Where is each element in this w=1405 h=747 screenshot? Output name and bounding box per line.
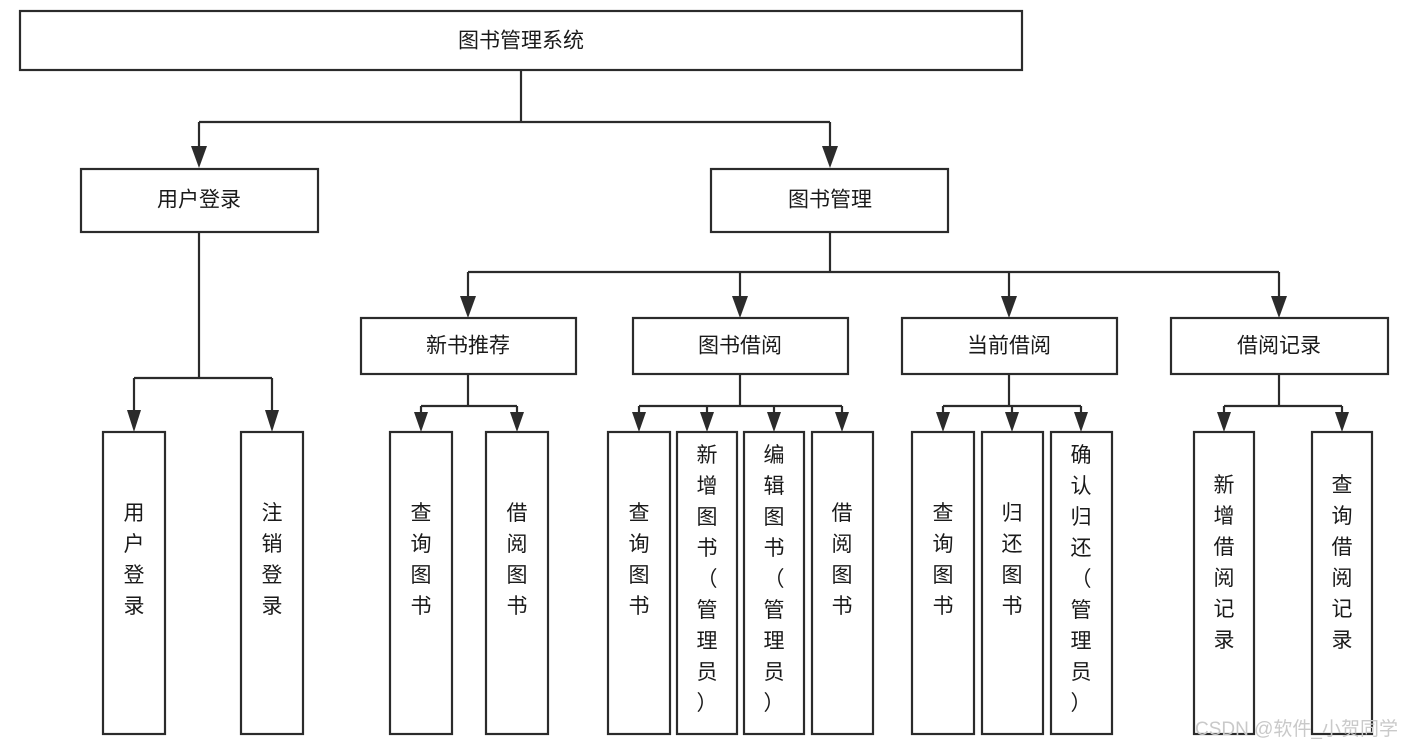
node-leaf-query-book-1[interactable]: 查询图书: [388, 430, 454, 736]
node-leaf-query-book-2-box[interactable]: [606, 430, 672, 736]
arrow-leaf-query-book-1: [414, 412, 428, 432]
node-leaf-return-book[interactable]: 归还图书: [980, 430, 1045, 736]
node-leaf-add-book-label: 新增图书（管理员）: [697, 444, 718, 715]
arrow-leaf-borrow-book-2: [835, 412, 849, 432]
node-leaf-confirm-return[interactable]: 确认归还（管理员）: [1049, 430, 1114, 736]
node-book-manage-box[interactable]: [709, 167, 950, 234]
node-current-borrow-box[interactable]: [900, 316, 1119, 376]
arrow-leaf-edit-book: [767, 412, 781, 432]
node-user-login-box[interactable]: [79, 167, 320, 234]
node-leaf-edit-book-box[interactable]: [742, 430, 806, 736]
node-leaf-query-record-label: 查询借阅记录: [1332, 474, 1353, 652]
node-leaf-add-book[interactable]: 新增图书（管理员）: [675, 430, 739, 736]
node-leaf-borrow-book-2-box[interactable]: [810, 430, 875, 736]
node-leaf-query-book-1-box[interactable]: [388, 430, 454, 736]
node-book-borrow-label: 图书借阅: [698, 335, 782, 358]
node-leaf-add-record-box[interactable]: [1192, 430, 1256, 736]
arrow-book-borrow: [732, 296, 748, 318]
node-leaf-query-book-3[interactable]: 查询图书: [910, 430, 976, 736]
connector-user-login-to-leaves: [127, 232, 279, 432]
node-root-box[interactable]: [18, 9, 1024, 72]
node-user-login[interactable]: 用户登录: [79, 167, 320, 234]
node-leaf-query-book-1-label: 查询图书: [411, 502, 432, 618]
arrow-user-login: [191, 146, 207, 168]
arrow-leaf-add-book: [700, 412, 714, 432]
node-borrow-record-box[interactable]: [1169, 316, 1390, 376]
node-leaf-confirm-return-box[interactable]: [1049, 430, 1114, 736]
connector-book-borrow-to-leaves: [632, 374, 849, 432]
connector-borrow-record-to-leaves: [1217, 374, 1349, 432]
node-leaf-borrow-book-1[interactable]: 借阅图书: [484, 430, 550, 736]
node-new-book-rec[interactable]: 新书推荐: [359, 316, 578, 376]
node-leaf-add-record[interactable]: 新增借阅记录: [1192, 430, 1256, 736]
node-leaf-borrow-book-2[interactable]: 借阅图书: [810, 430, 875, 736]
node-root-label: 图书管理系统: [458, 30, 584, 53]
arrow-leaf-add-record: [1217, 412, 1231, 432]
node-borrow-record[interactable]: 借阅记录: [1169, 316, 1390, 376]
arrow-leaf-confirm-return: [1074, 412, 1088, 432]
connector-book-manage-to-level2: [460, 232, 1287, 318]
node-book-borrow-box[interactable]: [631, 316, 850, 376]
node-new-book-rec-box[interactable]: [359, 316, 578, 376]
arrow-leaf-return-book: [1005, 412, 1019, 432]
arrow-borrow-record: [1271, 296, 1287, 318]
arrow-book-manage: [822, 146, 838, 168]
node-leaf-logout-label: 注销登录: [262, 502, 283, 618]
arrow-leaf-query-record: [1335, 412, 1349, 432]
node-current-borrow-label: 当前借阅: [967, 335, 1051, 358]
node-leaf-query-book-3-box[interactable]: [910, 430, 976, 736]
node-leaf-borrow-book-1-box[interactable]: [484, 430, 550, 736]
arrow-leaf-borrow-book-1: [510, 412, 524, 432]
node-leaf-query-record[interactable]: 查询借阅记录: [1310, 430, 1374, 736]
node-leaf-borrow-book-2-label: 借阅图书: [832, 502, 853, 618]
node-current-borrow[interactable]: 当前借阅: [900, 316, 1119, 376]
node-leaf-user-login[interactable]: 用户登录: [101, 430, 167, 736]
node-leaf-borrow-book-1-label: 借阅图书: [507, 502, 528, 618]
csdn-watermark: CSDN @软件_小贺同学: [1195, 718, 1398, 740]
node-leaf-query-book-2[interactable]: 查询图书: [606, 430, 672, 736]
arrow-leaf-query-book-3: [936, 412, 950, 432]
node-user-login-label: 用户登录: [157, 189, 241, 212]
connector-root-to-level1: [191, 70, 838, 168]
node-borrow-record-label: 借阅记录: [1237, 335, 1321, 358]
arrow-leaf-user-login: [127, 410, 141, 432]
arrow-leaf-logout: [265, 410, 279, 432]
connector-current-borrow-to-leaves: [936, 374, 1088, 432]
node-root[interactable]: 图书管理系统: [18, 9, 1024, 72]
node-leaf-confirm-return-label: 确认归还（管理员）: [1071, 444, 1092, 715]
node-leaf-logout-box[interactable]: [239, 430, 305, 736]
node-leaf-query-book-3-label: 查询图书: [933, 502, 954, 618]
connector-new-book-rec-to-leaves: [414, 374, 524, 432]
node-leaf-query-book-2-label: 查询图书: [629, 502, 650, 618]
node-book-borrow[interactable]: 图书借阅: [631, 316, 850, 376]
node-leaf-user-login-box[interactable]: [101, 430, 167, 736]
node-leaf-query-record-box[interactable]: [1310, 430, 1374, 736]
node-leaf-edit-book[interactable]: 编辑图书（管理员）: [742, 430, 806, 736]
node-new-book-rec-label: 新书推荐: [426, 335, 510, 358]
node-book-manage-label: 图书管理: [788, 189, 872, 212]
node-leaf-return-book-box[interactable]: [980, 430, 1045, 736]
node-book-manage[interactable]: 图书管理: [709, 167, 950, 234]
arrow-current-borrow: [1001, 296, 1017, 318]
node-leaf-edit-book-label: 编辑图书（管理员）: [764, 444, 785, 715]
node-leaf-logout[interactable]: 注销登录: [239, 430, 305, 736]
arrow-leaf-query-book-2: [632, 412, 646, 432]
node-leaf-add-book-box[interactable]: [675, 430, 739, 736]
node-leaf-return-book-label: 归还图书: [1002, 502, 1023, 618]
node-leaf-add-record-label: 新增借阅记录: [1214, 474, 1235, 652]
arrow-new-book-rec: [460, 296, 476, 318]
node-leaf-user-login-label: 用户登录: [124, 502, 145, 618]
